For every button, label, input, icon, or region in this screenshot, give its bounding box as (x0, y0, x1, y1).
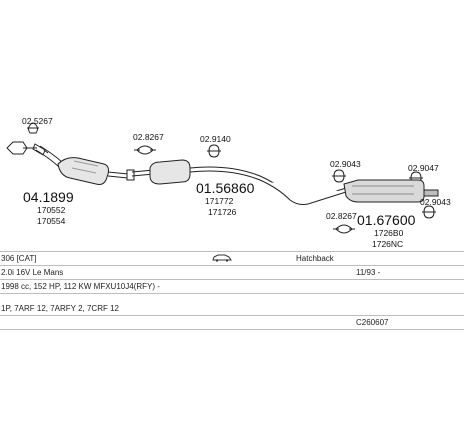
rear-silencer (343, 179, 439, 203)
table-rule (0, 251, 464, 252)
clamp-icon (333, 224, 355, 234)
clamp-icon (422, 205, 436, 219)
rear-ref2: 1726NC (372, 239, 403, 249)
clamp-a-code: 02.8267 (133, 132, 164, 142)
clamp-icon (207, 144, 221, 158)
clamp-d-code: 02.9047 (408, 163, 439, 173)
engine-row: 2.0i 16V Le Mans 11/93 - (0, 266, 464, 279)
catalog-number: C260607 (356, 318, 389, 327)
model: 306 [CAT] (1, 254, 37, 263)
clamp-c-code: 02.9043 (330, 159, 361, 169)
model-row: 306 [CAT] Hatchback (0, 252, 464, 265)
middle-ref1: 171772 (205, 196, 234, 206)
clamp-icon (134, 145, 156, 155)
front-pipe-ref2: 170554 (37, 216, 66, 226)
engine-spec: 1998 cc, 152 HP, 112 KW MFXU10J4(RFY) - (1, 282, 160, 291)
years: 11/93 - (356, 268, 381, 277)
table-rule (0, 265, 464, 266)
rear-code: 01.67600 (357, 212, 416, 228)
clamp-icon (27, 122, 39, 134)
table-rule (0, 329, 464, 330)
clamp-top-left-code: 02.5267 (22, 116, 53, 126)
middle-silencer (131, 159, 347, 205)
table-rule (0, 293, 464, 294)
front-pipe-catalyst (35, 145, 135, 185)
front-pipe-ref1: 170552 (37, 205, 66, 215)
spec-row: 1998 cc, 152 HP, 112 KW MFXU10J4(RFY) - (0, 280, 464, 293)
engine-description: 2.0i 16V Le Mans (1, 268, 64, 277)
codes-row: 1P, 7ARF 12, 7ARFY 2, 7CRF 12 (0, 302, 464, 315)
catalog-row: C260607 (0, 316, 464, 329)
car-icon (212, 253, 232, 266)
engine-codes: 1P, 7ARF 12, 7ARFY 2, 7CRF 12 (1, 304, 119, 313)
middle-code: 01.56860 (196, 180, 255, 196)
clamp-e-code: 02.9043 (420, 197, 451, 207)
front-pipe-flange (6, 141, 49, 156)
table-rule (0, 279, 464, 280)
clamp-f-code: 02.8267 (326, 211, 357, 221)
body-type: Hatchback (296, 254, 334, 263)
table-rule (0, 315, 464, 316)
middle-ref2: 171726 (208, 207, 237, 217)
exhaust-diagram: 02.5267 04.1899 170552 170554 02.8267 02… (6, 116, 451, 249)
rear-ref1: 1726B0 (374, 228, 404, 238)
front-pipe-code: 04.1899 (23, 189, 74, 205)
clamp-b-code: 02.9140 (200, 134, 231, 144)
clamp-icon (332, 169, 346, 183)
